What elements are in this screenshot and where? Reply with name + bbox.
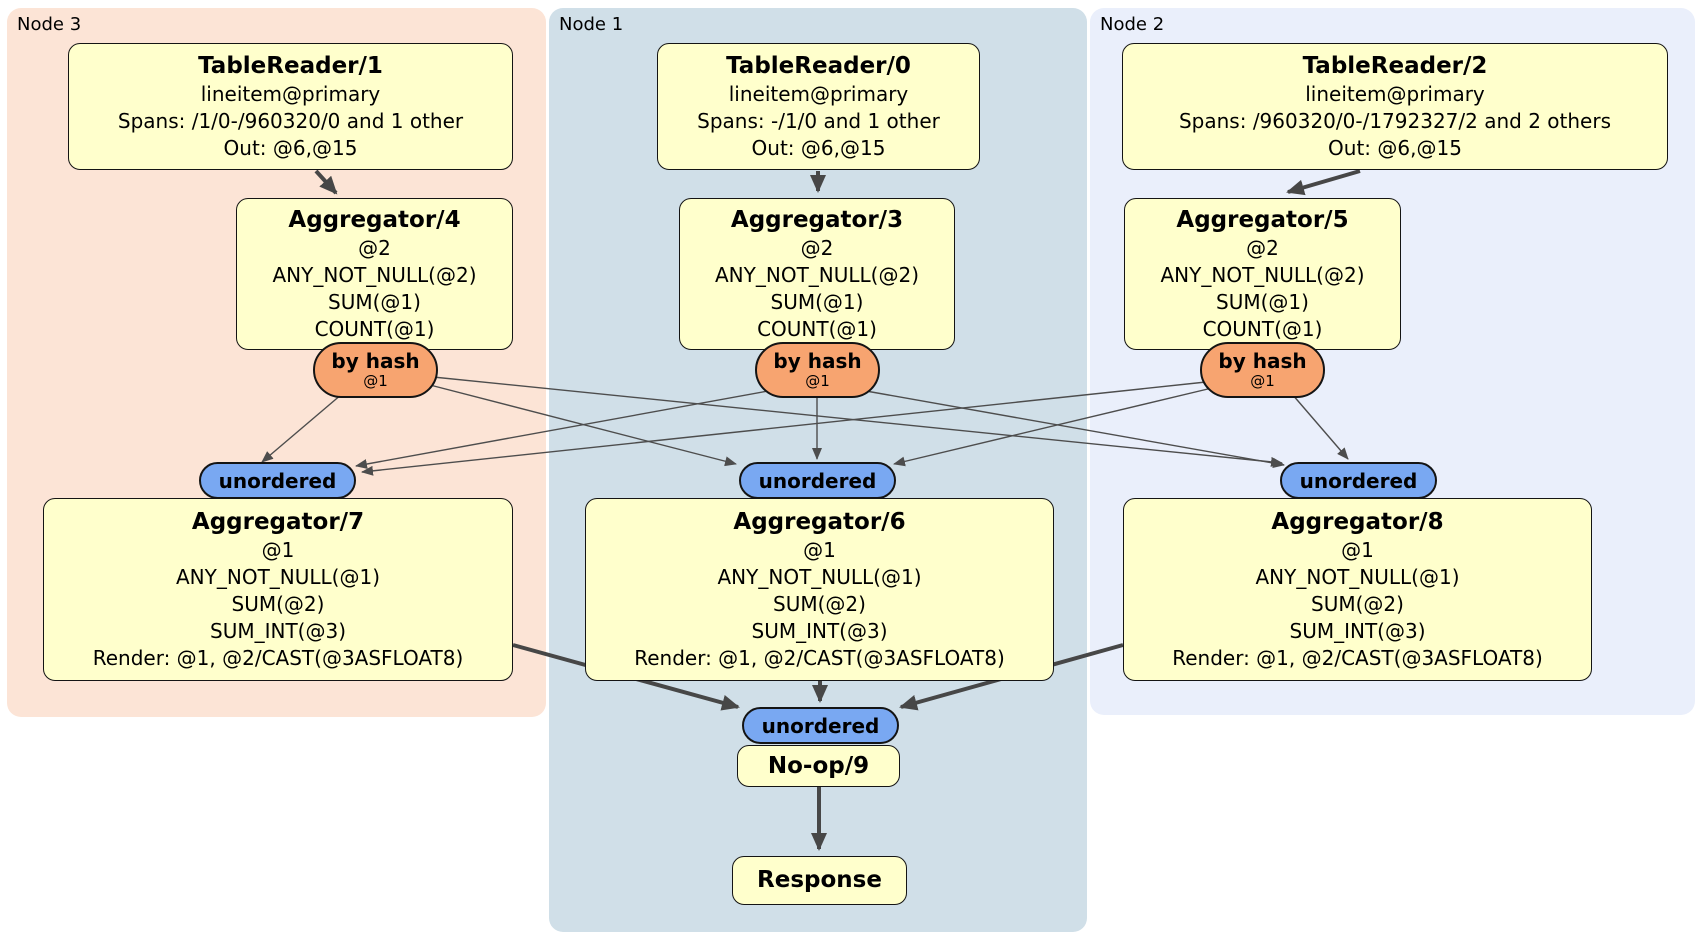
tablereader-1-index: lineitem@primary [200, 81, 381, 106]
tablereader-0-out: Out: @6,@15 [751, 135, 886, 160]
edge-tr1-to-agg4 [314, 169, 338, 195]
aggregator-7-fn-2: SUM(@2) [231, 591, 325, 616]
tablereader-0-node: TableReader/0 lineitem@primary Spans: -/… [657, 43, 980, 170]
aggregator-4-fn-2: SUM(@1) [328, 289, 421, 314]
hash-to-unordered-edges [261, 376, 1349, 476]
tablereader-1-node: TableReader/1 lineitem@primary Spans: /1… [68, 43, 513, 170]
unordered-label: unordered [1299, 468, 1418, 493]
tablereader-1-spans: Spans: /1/0-/960320/0 and 1 other [117, 108, 464, 133]
unordered-label: unordered [758, 468, 877, 493]
by-hash-label: by hash [773, 349, 862, 373]
edge-hash1-to-u2 [865, 390, 1285, 469]
aggregator-6-group: @1 [803, 537, 836, 562]
region-node2-label: Node 2 [1100, 14, 1165, 35]
tablereader-1-title: TableReader/1 [198, 52, 383, 79]
noop-9-node: No-op/9 [737, 745, 900, 787]
aggregator-8-fn-1: ANY_NOT_NULL(@1) [1255, 564, 1460, 589]
edge-hash3-to-u2 [432, 376, 1283, 467]
aggregator-8-group: @1 [1341, 537, 1374, 562]
aggregator-6-fn-2: SUM(@2) [773, 591, 866, 616]
aggregator-7-fn-3: SUM_INT(@3) [210, 618, 346, 643]
tablereader-0-index: lineitem@primary [728, 81, 909, 106]
unordered-sync-node3: unordered [199, 462, 356, 499]
edge-tr2-to-agg5 [1286, 169, 1361, 196]
aggregator-7-title: Aggregator/7 [191, 508, 365, 535]
aggregator-6-title: Aggregator/6 [733, 508, 906, 535]
tablereader-2-index: lineitem@primary [1305, 81, 1485, 106]
aggregator-5-title: Aggregator/5 [1176, 206, 1349, 233]
aggregator-6-fn-1: ANY_NOT_NULL(@1) [717, 564, 922, 589]
tablereader-1-out: Out: @6,@15 [223, 135, 358, 160]
unordered-sync-node1: unordered [739, 462, 896, 499]
aggregator-4-fn-3: COUNT(@1) [314, 316, 435, 341]
aggregator-3-fn-2: SUM(@1) [770, 289, 864, 314]
unordered-label: unordered [218, 468, 337, 493]
unordered-sync-node2: unordered [1280, 462, 1437, 499]
by-hash-label: by hash [331, 349, 420, 373]
by-hash-column: @1 [1250, 372, 1275, 390]
aggregator-8-node: Aggregator/8 @1 ANY_NOT_NULL(@1) SUM(@2)… [1123, 498, 1592, 681]
aggregator-8-render: Render: @1, @2/CAST(@3ASFLOAT8) [1172, 645, 1543, 670]
aggregator-3-title: Aggregator/3 [730, 206, 904, 233]
region-node3-label: Node 3 [17, 14, 82, 35]
aggregator-5-node: Aggregator/5 @2 ANY_NOT_NULL(@2) SUM(@1)… [1124, 198, 1401, 350]
tablereader-2-spans: Spans: /960320/0-/1792327/2 and 2 others [1178, 108, 1611, 133]
aggregator-6-render: Render: @1, @2/CAST(@3ASFLOAT8) [634, 645, 1005, 670]
region-node1-label: Node 1 [559, 14, 624, 35]
tablereader-2-title: TableReader/2 [1302, 52, 1488, 79]
aggregator-4-fn-1: ANY_NOT_NULL(@2) [272, 262, 477, 287]
edge-hash3-to-u3 [261, 393, 343, 463]
edge-hash2-to-u3 [361, 381, 1207, 476]
aggregator-5-fn-1: ANY_NOT_NULL(@2) [1160, 262, 1365, 287]
by-hash-label: by hash [1218, 349, 1307, 373]
unordered-label: unordered [761, 713, 880, 738]
edge-hash1-to-u3 [355, 390, 769, 469]
aggregator-8-fn-3: SUM_INT(@3) [1289, 618, 1426, 643]
aggregator-5-fn-2: SUM(@1) [1216, 289, 1309, 314]
aggregator-4-node: Aggregator/4 @2 ANY_NOT_NULL(@2) SUM(@1)… [236, 198, 513, 350]
tablereader-2-out: Out: @6,@15 [1328, 135, 1462, 160]
aggregator-6-fn-3: SUM_INT(@3) [751, 618, 888, 643]
by-hash-router-node1: by hash @1 [755, 342, 880, 398]
aggregator-3-node: Aggregator/3 @2 ANY_NOT_NULL(@2) SUM(@1)… [679, 198, 955, 350]
aggregator-7-fn-1: ANY_NOT_NULL(@1) [176, 564, 380, 589]
aggregator-8-title: Aggregator/8 [1271, 508, 1444, 535]
aggregator-3-fn-3: COUNT(@1) [757, 316, 877, 341]
aggregator-5-fn-3: COUNT(@1) [1202, 316, 1323, 341]
aggregator-6-node: Aggregator/6 @1 ANY_NOT_NULL(@1) SUM(@2)… [585, 498, 1054, 681]
aggregator-8-fn-2: SUM(@2) [1311, 591, 1404, 616]
aggregator-7-node: Aggregator/7 @1 ANY_NOT_NULL(@1) SUM(@2)… [43, 498, 513, 681]
by-hash-router-node2: by hash @1 [1200, 342, 1325, 398]
aggregator-4-title: Aggregator/4 [288, 206, 461, 233]
aggregator-4-group: @2 [358, 235, 391, 260]
aggregator-7-render: Render: @1, @2/CAST(@3ASFLOAT8) [92, 645, 464, 670]
tablereader-0-title: TableReader/0 [726, 52, 911, 79]
edge-hash2-to-u1 [893, 387, 1213, 467]
edge-hash2-to-u2 [1291, 393, 1349, 460]
tablereader-2-node: TableReader/2 lineitem@primary Spans: /9… [1122, 43, 1668, 170]
aggregator-3-fn-1: ANY_NOT_NULL(@2) [715, 262, 919, 287]
aggregator-5-group: @2 [1246, 235, 1279, 260]
by-hash-column: @1 [805, 372, 830, 390]
aggregator-7-group: @1 [261, 537, 295, 562]
by-hash-router-node3: by hash @1 [313, 342, 438, 398]
response-title: Response [757, 867, 882, 893]
noop-9-title: No-op/9 [767, 752, 870, 779]
tablereader-0-spans: Spans: -/1/0 and 1 other [697, 108, 940, 133]
by-hash-column: @1 [363, 372, 388, 390]
aggregator-3-group: @2 [800, 235, 834, 260]
unordered-sync-final: unordered [742, 707, 899, 744]
response-node: Response [732, 856, 907, 905]
